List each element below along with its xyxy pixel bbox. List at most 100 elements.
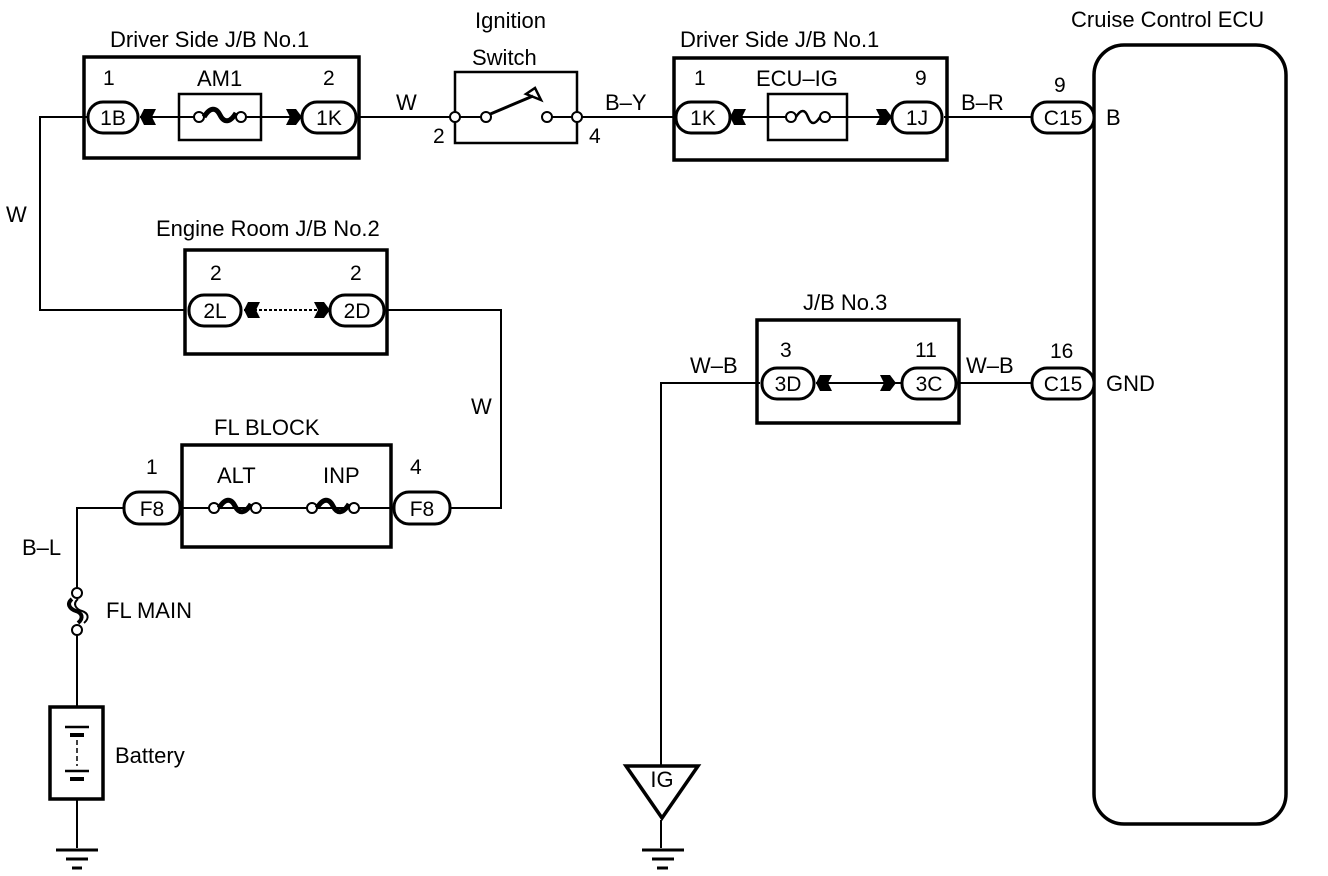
pin-label: 1 xyxy=(694,67,706,90)
jb1-ecuig: Driver Side J/B No.1 1 9 ECU–IG 1K 1J xyxy=(672,27,949,162)
wire-jb2-to-flblock xyxy=(386,309,502,509)
pin-label: 1 xyxy=(103,67,115,90)
ignition-title-2: Switch xyxy=(472,45,537,70)
wire-label-w-mid: W xyxy=(471,394,492,419)
pin-label: 3 xyxy=(780,339,792,362)
fusible-link-inp-icon xyxy=(306,497,360,515)
jb3-title: J/B No.3 xyxy=(803,290,887,315)
ecu-title: Cruise Control ECU xyxy=(1071,7,1264,32)
terminal-node xyxy=(480,111,492,123)
terminal-node xyxy=(449,111,461,123)
jb2-title: Engine Room J/B No.2 xyxy=(156,216,380,241)
ground-point-ig: IG xyxy=(622,764,702,822)
connector-label: 2L xyxy=(203,300,226,323)
connector-1j xyxy=(890,100,944,135)
pin-label: 4 xyxy=(410,456,422,479)
engine-room-jb2: Engine Room J/B No.2 2 2 2L 2D xyxy=(156,216,389,356)
cruise-control-ecu: Cruise Control ECU 9 C15 B 16 C15 GND xyxy=(1030,7,1288,826)
connector-label: F8 xyxy=(140,498,165,521)
fuse-label-inp: INP xyxy=(323,463,360,488)
wire-label-w-top: W xyxy=(396,90,417,115)
pin-label: 2 xyxy=(210,262,222,285)
battery: Battery xyxy=(48,705,185,801)
ground-icon-ig xyxy=(642,848,684,870)
ecu-pin-gnd-label: GND xyxy=(1106,371,1155,396)
pin-label: 16 xyxy=(1050,340,1073,363)
jb3-box xyxy=(755,318,961,425)
wire-label-w-b-right: W–B xyxy=(966,353,1014,378)
wire-label-b-r: B–R xyxy=(961,90,1004,115)
pin-label: 2 xyxy=(350,262,362,285)
wire-label-b-y: B–Y xyxy=(605,90,647,115)
ecu-box xyxy=(1092,43,1288,826)
connector-1k xyxy=(300,100,358,135)
connector-c15-gnd xyxy=(1030,366,1096,401)
connector-label: 3D xyxy=(775,373,802,396)
fl-main: FL MAIN xyxy=(67,587,192,636)
switch-contact-icon xyxy=(487,86,544,117)
connector-label: C15 xyxy=(1044,107,1083,130)
ignition-switch-box xyxy=(453,70,579,145)
connector-chevron-icon xyxy=(286,109,302,125)
connector-c15-b xyxy=(1030,100,1096,135)
connector-label: 1J xyxy=(906,107,928,130)
fl-main-label: FL MAIN xyxy=(106,598,192,623)
wire-ground-to-jb3 xyxy=(660,382,760,766)
jb1-am1-box xyxy=(82,55,361,160)
connector-chevron-icon xyxy=(880,375,896,391)
connector-2l xyxy=(187,293,243,328)
connector-label: 1K xyxy=(316,107,342,130)
wires xyxy=(39,116,1032,848)
jb1-am1-title: Driver Side J/B No.1 xyxy=(110,27,309,52)
fusible-link-main-icon xyxy=(67,597,84,625)
ignition-switch: Ignition Switch 2 4 xyxy=(433,8,601,148)
connector-chevron-icon xyxy=(876,109,892,125)
fuse-label-am1: AM1 xyxy=(197,66,242,91)
fl-block-title: FL BLOCK xyxy=(214,415,320,440)
wire-flblock-to-flmain xyxy=(76,507,124,590)
connector-label: 1B xyxy=(100,107,126,130)
connector-2d xyxy=(328,293,386,328)
connector-chevron-icon xyxy=(244,302,260,318)
ground-point-triangle-icon xyxy=(622,764,702,822)
wire-label-w-b-left: W–B xyxy=(690,353,738,378)
connector-1b xyxy=(86,100,140,135)
connector-chevron-icon xyxy=(140,109,156,125)
wire-left-loop xyxy=(39,116,186,311)
battery-box xyxy=(48,705,105,801)
pin-label: 9 xyxy=(1054,74,1066,97)
terminal-node xyxy=(71,587,83,599)
ignition-title-1: Ignition xyxy=(475,8,546,33)
fl-block: FL BLOCK 1 4 ALT INP F8 F8 xyxy=(122,415,452,549)
connector-label: F8 xyxy=(410,498,435,521)
terminal-node xyxy=(571,111,583,123)
jb1-ecuig-title: Driver Side J/B No.1 xyxy=(680,27,879,52)
fuse-label-ecuig: ECU–IG xyxy=(756,66,838,91)
connector-3d xyxy=(760,366,816,401)
fuse-icon xyxy=(768,109,847,125)
ground-point-label: IG xyxy=(650,767,673,792)
connector-label: C15 xyxy=(1044,373,1083,396)
connector-f8-left xyxy=(122,490,182,526)
jb1-am1: Driver Side J/B No.1 1 2 AM1 1B 1K xyxy=(82,27,361,160)
wire-label-b-l: B–L xyxy=(22,535,61,560)
pin-label: 11 xyxy=(915,339,937,362)
jb2-box xyxy=(183,248,389,356)
connector-chevron-icon xyxy=(730,109,746,125)
pin-label: 9 xyxy=(915,67,927,90)
pin-label: 1 xyxy=(146,456,158,479)
jb1-ecuig-box xyxy=(672,56,949,162)
battery-cell-icon xyxy=(65,725,89,781)
fuse-label-alt: ALT xyxy=(217,463,256,488)
connector-label: 2D xyxy=(344,300,371,323)
fusible-link-main-icon-outline xyxy=(74,598,89,624)
jb3: J/B No.3 3 11 3D 3C xyxy=(755,290,961,425)
connector-label: 3C xyxy=(916,373,943,396)
ecu-pin-b-label: B xyxy=(1106,105,1121,130)
connector-label: 1K xyxy=(690,107,716,130)
fusible-link-alt-icon xyxy=(208,497,262,515)
connector-f8-right xyxy=(392,490,452,526)
pin-label: 2 xyxy=(323,67,335,90)
connector-chevron-icon xyxy=(816,375,832,391)
